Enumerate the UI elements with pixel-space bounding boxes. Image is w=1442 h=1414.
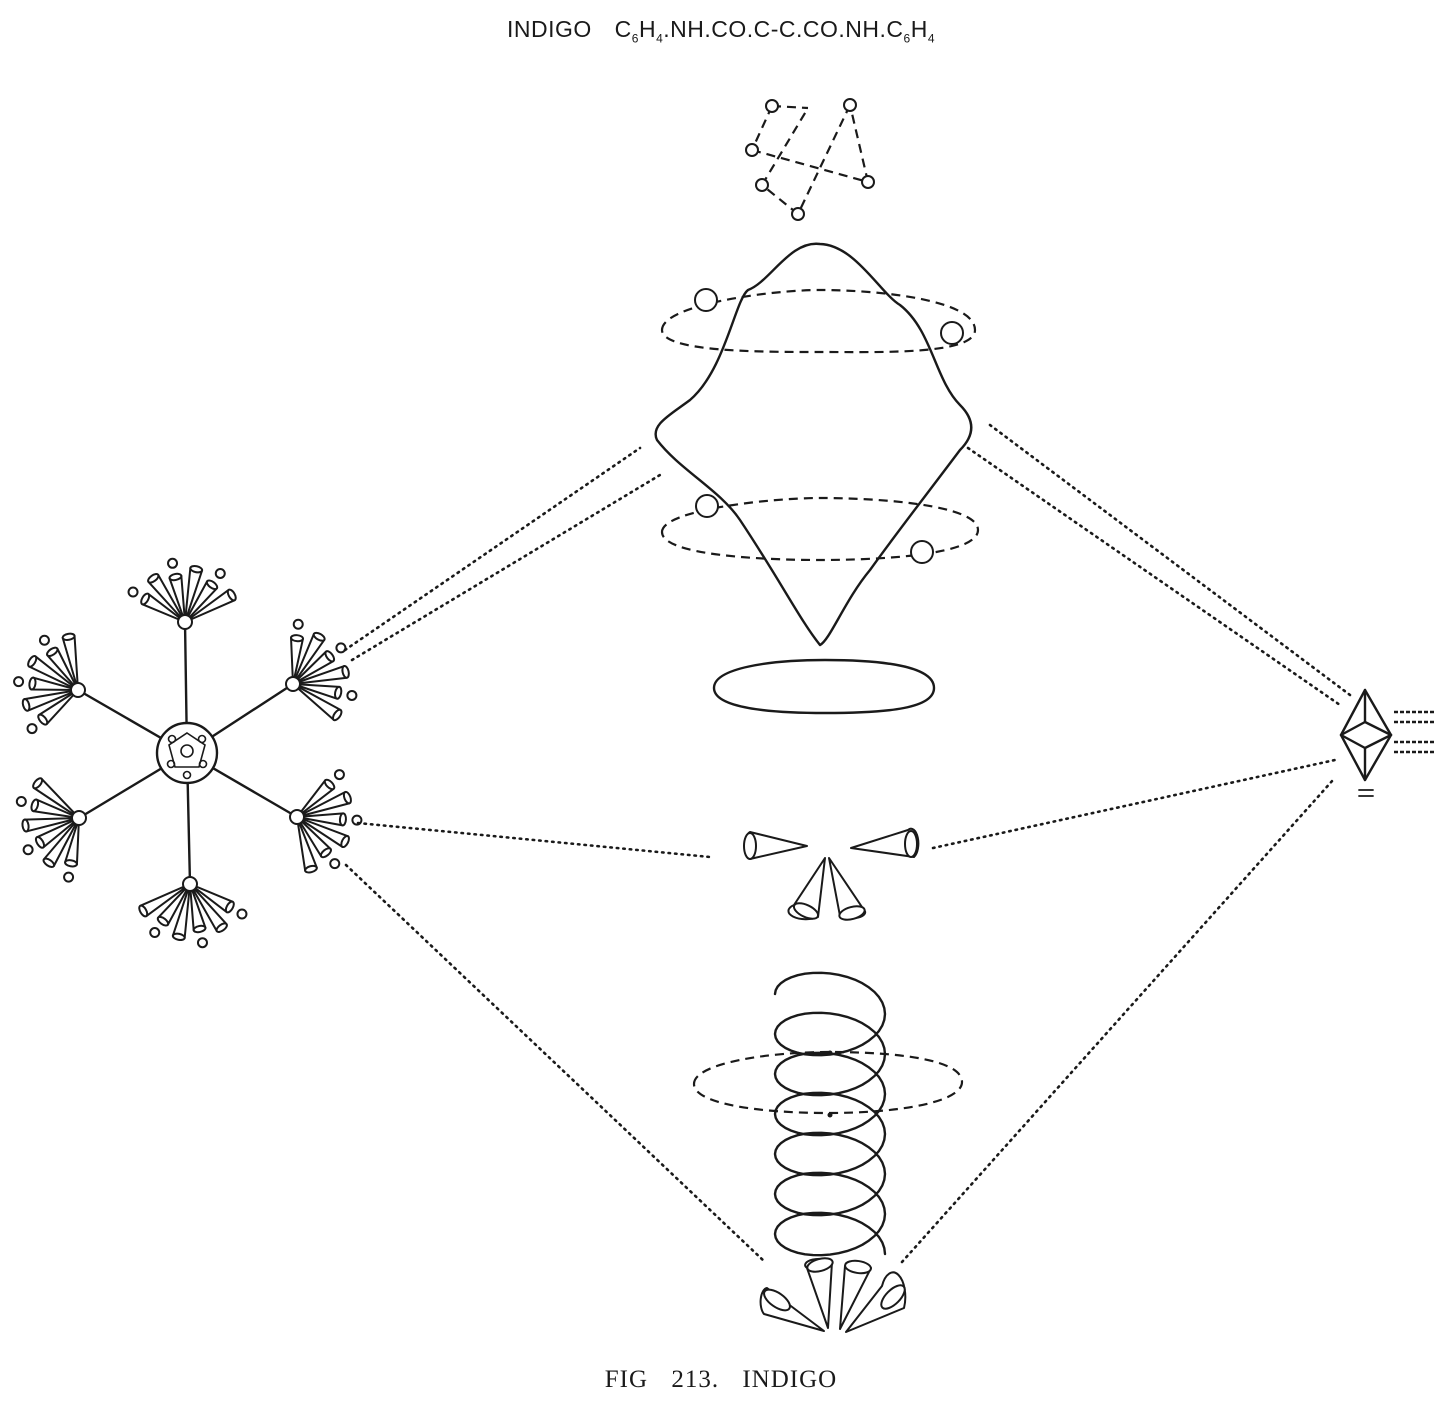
top-molecule [745,98,875,221]
bead [13,676,25,688]
cone-cap [64,859,78,868]
bead [329,858,341,870]
cone-cap [42,857,56,868]
formula-text: .NH.CO.C-C.CO.NH.C [663,16,904,42]
cone-cap [32,777,44,790]
middle-cone-group [743,827,920,921]
cone-cap [27,655,38,668]
cone-cap [338,812,347,827]
cone-cap [319,847,332,859]
cone-cap [34,836,46,849]
bead [335,642,347,654]
figure-caption: FIG 213. INDIGO [0,1366,1442,1394]
chemical-formula: C6H4.NH.CO.C-C.CO.NH.C6H4 [614,16,935,46]
cone-cluster [285,618,358,722]
cone-cluster [127,557,237,630]
left-star-structure [13,557,363,949]
bead [26,723,38,735]
right-octahedron [1339,688,1434,797]
cone-cap [290,634,304,643]
cone-cap [224,900,235,914]
cone-cap [341,664,350,679]
cone-cap [28,676,37,691]
bead [22,844,34,856]
cone-cap [61,632,76,641]
bead [167,557,179,569]
cone-cap [171,932,186,942]
bead [333,769,345,781]
cone-cap [168,572,183,582]
cone-cap [340,834,350,849]
node [70,682,86,698]
cone-cap [205,579,219,591]
cone-cap [37,713,49,726]
cone-cap [46,646,59,658]
formula-subscript: 6 [631,31,639,46]
formula-subscript: 6 [903,31,911,46]
bead [346,689,358,701]
cone-cap [312,631,326,642]
formula-subscript: 4 [927,31,936,46]
cone-cap [323,778,336,791]
formula-subscript: 4 [656,31,664,46]
cone-cluster [15,777,87,883]
cone-cap [215,922,228,933]
bead [214,567,226,579]
node [177,614,193,630]
formula-text: H [910,16,928,42]
bead [236,908,248,920]
caption-label: INDIGO [742,1366,838,1393]
cone-cap [21,698,31,712]
cone-cap [21,818,30,833]
bead [196,937,208,949]
bottom-cone-group [759,1257,907,1333]
node [289,809,305,825]
node [285,676,301,692]
cone-cap [30,798,40,813]
caption-fig: FIG [604,1366,649,1393]
bead [292,618,304,630]
bead [127,586,139,598]
bead [38,634,50,646]
cone-cap [138,904,149,918]
figure-title: INDIGO C6H4.NH.CO.C-C.CO.NH.C6H4 [0,16,1442,46]
cone-cap [189,564,204,574]
cone-cap [147,573,160,584]
cone-cluster [13,632,86,735]
cone-cap [192,924,207,934]
cone-cap [140,592,151,606]
spiral-coil [692,971,964,1257]
node [71,810,87,826]
node [182,876,198,892]
cone-cap [332,708,343,722]
cone-cap [304,864,318,874]
bead [149,927,161,939]
cone-cap [342,790,352,805]
caption-number: 213. [671,1366,720,1393]
cone-cap [324,650,336,663]
cone-cluster [289,769,363,874]
central-body [654,242,980,715]
bead [63,871,75,883]
formula-text: C [614,16,632,42]
formula-text: H [638,16,657,42]
cone-cluster [138,876,248,949]
cone-cap [226,588,237,602]
compound-name: INDIGO [506,16,592,42]
cone-cap [333,685,343,700]
bead [15,795,27,807]
cone-cap [156,915,170,927]
connector-lines [343,423,1352,1264]
